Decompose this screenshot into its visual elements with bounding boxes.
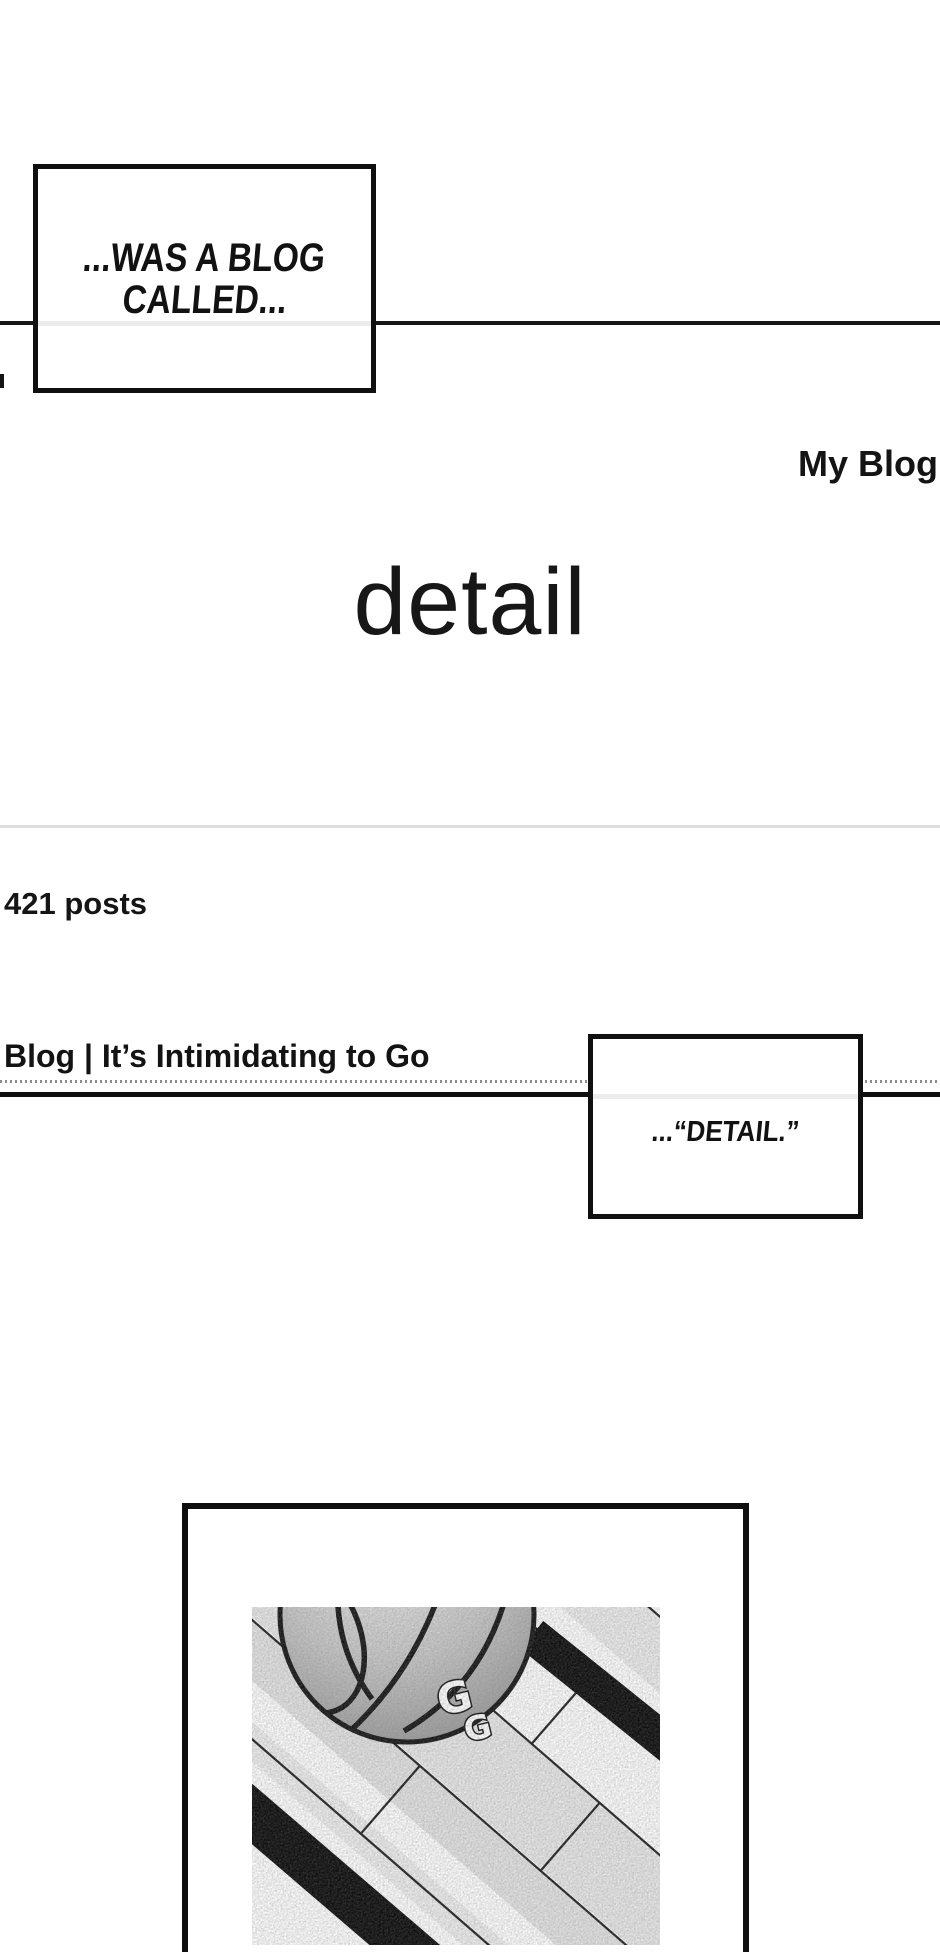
speech-box-was-a-blog: ...WAS A BLOG CALLED... xyxy=(33,164,376,393)
post-count: 421 posts xyxy=(4,886,148,921)
rule-showthrough-band xyxy=(593,1094,858,1099)
speech-text-line-1: ...WAS A BLOG xyxy=(81,235,328,280)
speech-text: ...“DETAIL.” xyxy=(649,1116,801,1148)
panel-rule-top xyxy=(0,321,940,325)
basketball-sketch: G G xyxy=(252,1607,660,1945)
post-title-link[interactable]: Blog | It’s Intimidating to Go xyxy=(4,1038,430,1074)
rule-showthrough-band xyxy=(38,321,371,326)
panel-rule-bottom xyxy=(0,1092,940,1097)
speech-box-detail: ...“DETAIL.” xyxy=(588,1034,863,1219)
header-divider xyxy=(0,825,940,828)
left-edge-mark xyxy=(0,374,4,388)
blog-title: detail xyxy=(353,549,587,655)
site-title-link[interactable]: My Blog xyxy=(798,443,938,484)
dotted-divider xyxy=(0,1080,940,1083)
pencil-grain-overlay xyxy=(252,1607,660,1945)
speech-text-line-2: CALLED... xyxy=(120,277,289,322)
